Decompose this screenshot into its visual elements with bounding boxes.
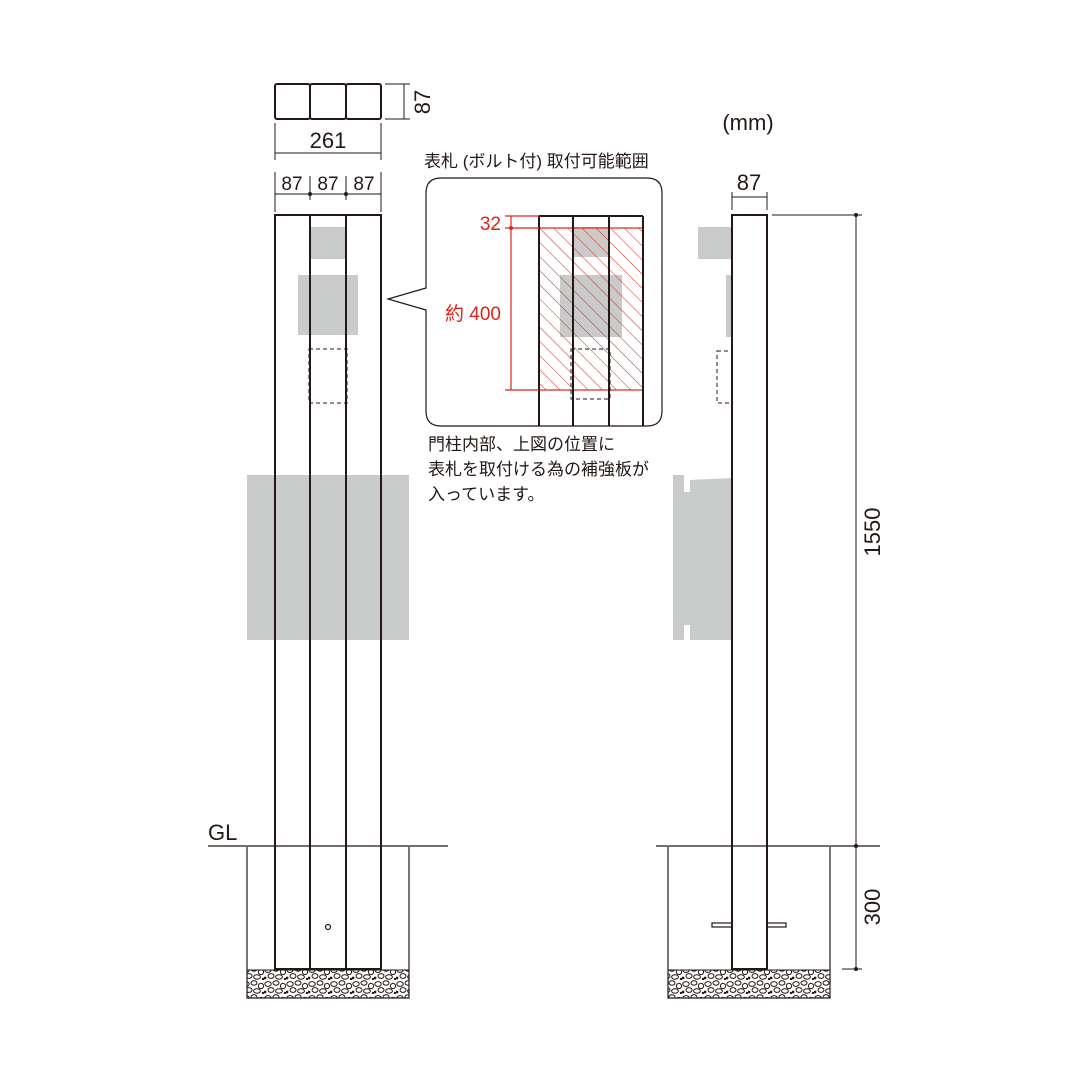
side-gravel-bed [667, 969, 831, 999]
note-line-1: 門柱内部、上図の位置に [428, 435, 615, 454]
reinforcement-plate [308, 348, 348, 404]
callout-frame [385, 177, 663, 427]
column-width-2: 87 [317, 174, 338, 195]
detail-callout: 表札 (ボルト付) 取付可能範囲 32 約 400 [385, 152, 663, 427]
total-width-label: 261 [310, 128, 347, 153]
width-dimension: 261 [274, 123, 382, 160]
height-dimension: 1550 300 [772, 213, 885, 971]
mounting-range-area [538, 227, 644, 391]
side-post [731, 214, 768, 970]
height-above-ground-label: 1550 [860, 508, 885, 557]
plan-cell-2 [309, 83, 347, 120]
mailbox-fixture [247, 475, 409, 640]
note-line-2: 表札を取付ける為の補強板が [428, 460, 649, 479]
ground-label: GL [208, 820, 237, 845]
gravel-bed [246, 969, 410, 999]
plan-depth-label: 87 [410, 90, 435, 114]
side-width-label: 87 [737, 170, 761, 195]
unit-label: (mm) [722, 110, 773, 135]
side-width-dimension: 87 [731, 170, 768, 210]
reinforcement-note: 門柱内部、上図の位置に 表札を取付ける為の補強板が 入っています。 [428, 435, 649, 504]
side-mailbox-fixture [673, 475, 732, 640]
plan-cell-1 [274, 83, 311, 120]
intercom-fixture [298, 275, 358, 335]
column-width-3: 87 [353, 174, 374, 195]
side-intercom-fixture [726, 275, 732, 337]
side-nameplate-fixture [698, 227, 732, 259]
detail-title: 表札 (ボルト付) 取付可能範囲 [424, 152, 649, 171]
nameplate-fixture [310, 227, 346, 259]
front-elevation: GL [208, 214, 448, 999]
side-elevation [656, 214, 880, 999]
note-line-3: 入っています。 [428, 485, 544, 504]
embed-depth-label: 300 [860, 889, 885, 926]
top-offset-label: 32 [480, 214, 501, 235]
bolt-hole [324, 923, 332, 931]
post-column-3 [345, 214, 382, 970]
column-width-1: 87 [281, 174, 302, 195]
column-width-dimension: 87 87 87 [274, 172, 382, 212]
plan-cell-3 [345, 83, 382, 120]
range-height-label: 約 400 [445, 303, 501, 325]
plan-view: 87 [274, 83, 435, 120]
